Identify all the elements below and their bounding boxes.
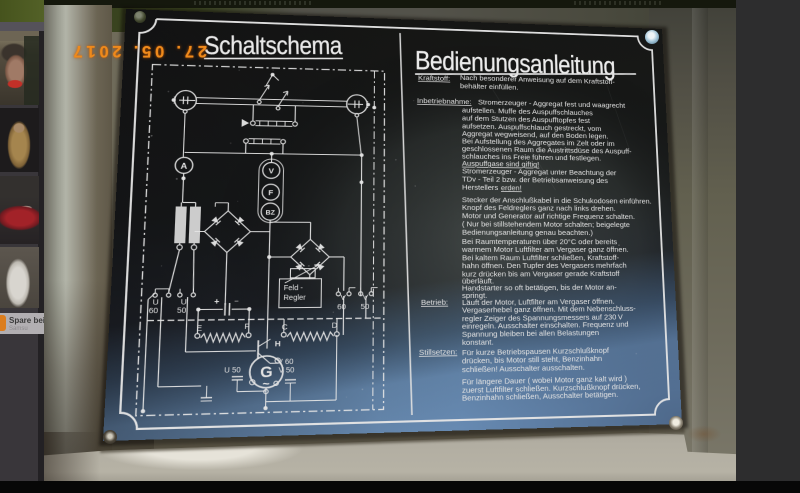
svg-text:Auspuffgase sind giftig!: Auspuffgase sind giftig!: [462, 159, 539, 168]
svg-text:U 50: U 50: [224, 365, 241, 375]
svg-text:Aggregat wegweisend, auf den B: Aggregat wegweisend, auf den Boden legen…: [462, 129, 609, 140]
svg-text:U: U: [181, 297, 187, 306]
svg-text:Für längere Dauer ( wobei Moto: Für längere Dauer ( wobei Motor ganz kal…: [462, 374, 628, 386]
svg-text:aufstellen. Muffe des Auspuffs: aufstellen. Muffe des Auspuffschlauches: [462, 106, 593, 117]
svg-text:schließen! Ausschalter ausscha: schließen! Ausschalter ausschalten.: [462, 363, 585, 374]
svg-text:F: F: [244, 322, 250, 331]
svg-text:Läuft der Motor, Luftfilter am: Läuft der Motor, Luftfilter am Vergaser …: [462, 297, 615, 307]
svg-text:Für kurze Betriebspausen Kurzs: Für kurze Betriebspausen Kurzschlußknopf: [462, 346, 610, 357]
svg-text:+: +: [214, 297, 220, 306]
svg-text:−: −: [234, 296, 239, 305]
svg-text:Bei Raumtemperaturen über 20°C: Bei Raumtemperaturen über 20°C oder bere…: [462, 237, 617, 246]
svg-text:60: 60: [337, 302, 346, 311]
svg-text:F: F: [268, 188, 273, 197]
svg-text:erden!: erden!: [501, 184, 522, 193]
svg-text:einregeln. Ausschalter einscha: einregeln. Ausschalter einschalten. Freq…: [462, 320, 629, 331]
svg-text:Bei Aufstellung des Aggregates: Bei Aufstellung des Aggregates im Zelt o…: [462, 137, 615, 148]
svg-text:Spannung bleiben bei allen Bel: Spannung bleiben bei allen Belastungen: [462, 328, 599, 339]
svg-text:V 60: V 60: [278, 357, 294, 366]
svg-text:hahn öffnen. Den Tupfer des Ve: hahn öffnen. Den Tupfer des Vergasers me…: [462, 261, 627, 270]
svg-text:auf dem Stutzen des Auspufftop: auf dem Stutzen des Auspufftopfes fest: [462, 114, 591, 125]
svg-text:50: 50: [361, 302, 370, 311]
svg-text:warmem Motor Luftfilter am Ver: warmem Motor Luftfilter am Vergaser ganz…: [461, 245, 629, 254]
svg-text:geschlossenen Raum die Austrit: geschlossenen Raum die Austrittsdüse des…: [462, 145, 632, 156]
svg-text:Herstellers: Herstellers: [462, 183, 498, 192]
svg-text:Feld -: Feld -: [284, 283, 304, 292]
svg-text:V: V: [363, 293, 369, 302]
svg-text:Schaltschema: Schaltschema: [204, 31, 343, 60]
svg-text:( Nur bei stillstehendem Motor: ( Nur bei stillstehendem Motor schalten;…: [462, 220, 630, 229]
svg-text:Motor und Generator auf richti: Motor und Generator auf richtige Frequen…: [462, 211, 635, 220]
svg-text:behälter einfüllen.: behälter einfüllen.: [460, 82, 519, 92]
svg-text:drücken, bis Motor still steht: drücken, bis Motor still steht, Benzinha…: [462, 354, 602, 365]
svg-text:E: E: [196, 323, 202, 332]
svg-text:C: C: [282, 322, 289, 331]
svg-text:U: U: [152, 297, 159, 306]
svg-text:regler Zeiger des Spannungsmes: regler Zeiger des Spannungsmessers auf 2…: [462, 312, 624, 322]
svg-text:schlauches ins Freie führen un: schlauches ins Freie führen und festlege…: [462, 152, 601, 162]
svg-text:Kraftstoff:: Kraftstoff:: [418, 74, 450, 83]
svg-text:Bedienungsanleitung: Bedienungsanleitung: [415, 45, 616, 81]
svg-text:Inbetriebnahme:: Inbetriebnahme:: [417, 97, 472, 106]
svg-text:springt.: springt.: [462, 291, 488, 300]
svg-text:~: ~: [262, 378, 270, 391]
svg-text:Stromerzeuger - Aggregat unter: Stromerzeuger - Aggregat unter Beachtung…: [462, 167, 617, 177]
svg-text:Stillsetzen:: Stillsetzen:: [419, 347, 457, 357]
svg-text:60: 60: [149, 306, 159, 315]
svg-text:Stecker der Anschlußkabel in d: Stecker der Anschlußkabel in die Schukod…: [462, 195, 652, 205]
svg-text:D: D: [332, 321, 338, 330]
svg-text:kurz drücken bis am Vergaser g: kurz drücken bis am Vergaser gerade Kraf…: [462, 269, 621, 278]
svg-text:H: H: [275, 339, 282, 348]
svg-text:G: G: [260, 364, 273, 382]
svg-text:überläuft.: überläuft.: [462, 277, 494, 286]
svg-text:Stromerzeuger - Aggregat fest: Stromerzeuger - Aggregat fest und waagre…: [478, 98, 626, 110]
svg-text:BZ: BZ: [266, 210, 275, 217]
svg-text:V: V: [340, 293, 346, 302]
svg-text:Bedienungsanleitung genau beac: Bedienungsanleitung genau beachten.): [462, 228, 593, 237]
svg-text:Betrieb:: Betrieb:: [421, 298, 448, 307]
svg-text:Benzinhahn schließen, Ausschal: Benzinhahn schließen, Ausschalter betäti…: [462, 390, 618, 403]
svg-text:V 50: V 50: [278, 365, 294, 375]
svg-text:V: V: [269, 167, 275, 176]
svg-text:Regler: Regler: [283, 293, 306, 302]
svg-text:aufsetzen. Auspuffschlauch ges: aufsetzen. Auspuffschlauch gestreckt, vo…: [462, 122, 602, 133]
svg-text:A: A: [180, 161, 188, 171]
svg-text:Handstarter so oft betätigen,: Handstarter so oft betätigen, bis der Mo…: [462, 283, 617, 293]
svg-text:Vergaserhebel ganz öffnen. Mit: Vergaserhebel ganz öffnen. Mit dem Neben…: [462, 304, 636, 314]
svg-text:Bei kaltem Raum Luftfilter sch: Bei kaltem Raum Luftfilter schließen, Kr…: [462, 253, 620, 262]
svg-text:zuerst Luftfilter schließen. K: zuerst Luftfilter schließen. Kurzschlußk…: [462, 382, 641, 395]
svg-text:TDv - Teil 2 bzw. der Betriebs: TDv - Teil 2 bzw. der Betriebsanweisung …: [462, 175, 608, 185]
svg-text:Knopf des Feldreglers ganz nac: Knopf des Feldreglers ganz nach links dr…: [462, 203, 616, 212]
svg-text:konstant.: konstant.: [462, 338, 494, 347]
svg-text:50: 50: [177, 306, 187, 315]
